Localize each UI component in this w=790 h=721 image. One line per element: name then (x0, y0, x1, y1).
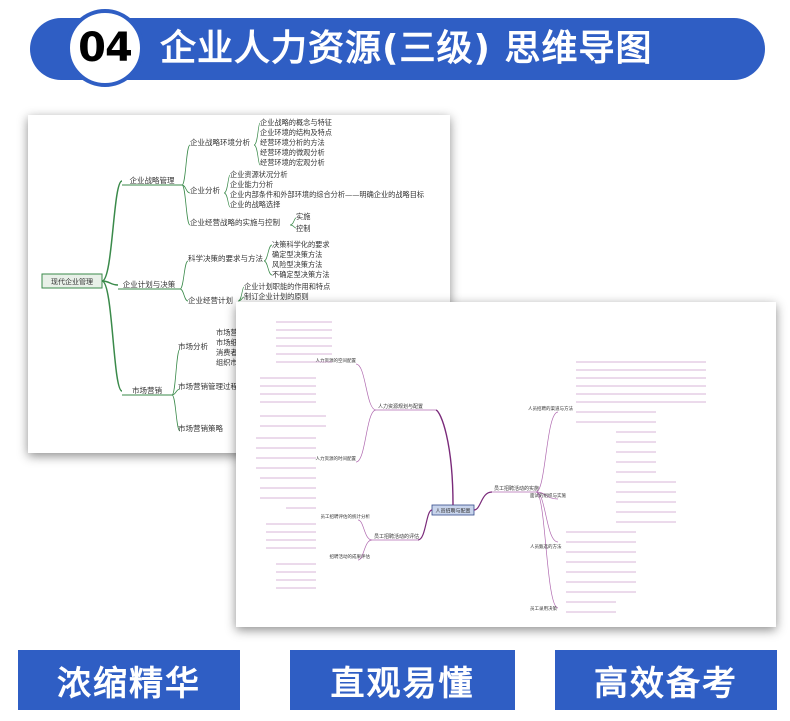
mindmap-recruitment: 人员招聘与配置 人力资源规划与配置 员工招聘活动的实施 员工招聘活动的评估 人力… (256, 321, 706, 613)
subbranch-label: 市场分析 (178, 341, 208, 351)
subbranch-label: 员工招聘评估的统计分析 (321, 513, 371, 520)
leaf-label: 市场营 (216, 328, 238, 337)
leaf-label: 消费者 (216, 348, 238, 357)
leaf-label: 企业能力分析 (230, 180, 273, 189)
leaf-label: 控制 (296, 224, 310, 233)
subbranch-label: 市场营销管理过程 (178, 381, 238, 391)
subbranch-label: 人员甄选的方法 (530, 543, 562, 550)
leaf-label: 企业的战略选择 (230, 200, 280, 209)
mindmap-root-label: 现代企业管理 (51, 277, 93, 286)
chapter-number-badge: 04 (66, 9, 144, 87)
leaf-label: 制订企业计划的原则 (244, 292, 309, 301)
subbranch-label: 企业战略环境分析 (190, 137, 250, 147)
leaf-label: 不确定型决策方法 (272, 270, 330, 279)
leaf-label: 企业内部条件和外部环境的综合分析——明确企业的战略目标 (230, 190, 424, 199)
page-title: 企业人力资源(三级) 思维导图 (160, 28, 653, 69)
subbranch-label: 企业分析 (190, 185, 220, 195)
leaf-label: 企业环境的结构及特点 (260, 128, 332, 137)
connector-branch-1 (101, 180, 123, 282)
title-banner (30, 18, 765, 80)
feature-button-efficient: 高效备考 (555, 650, 777, 710)
leaf-label: 企业资源状况分析 (230, 170, 288, 179)
leaf-label: 经营环境的宏观分析 (260, 158, 325, 167)
leaf-label: 企业计划职能的作用和特点 (244, 282, 330, 291)
feature-button-concise: 浓缩精华 (18, 650, 240, 710)
leaf-lines-right (566, 361, 706, 613)
branch-label: 员工招聘活动的实施 (494, 485, 539, 492)
leaf-label: 确定型决策方法 (272, 250, 322, 259)
branch-label-1: 企业战略管理 (130, 175, 175, 185)
branch-label-2: 企业计划与决策 (123, 279, 176, 289)
subbranch-label: 科学决策的要求与方法 (188, 253, 263, 263)
subbranch-label: 面试的组织与实施 (530, 492, 566, 499)
branch-label: 人力资源规划与配置 (378, 403, 423, 410)
subbranch-label: 人力资源的时间配置 (316, 455, 357, 462)
leaf-label: 经营环境的微观分析 (260, 148, 325, 157)
mindmap-enterprise-management: 现代企业管理 企业战略管理 企业计划与决策 市场营销 企业战略环境分析 企业分析… (41, 118, 424, 433)
feature-button-intuitive: 直观易懂 (290, 650, 515, 710)
subbranch-label: 人力资源的空间配置 (316, 357, 357, 364)
leaf-label: 经营环境分析的方法 (260, 138, 325, 147)
subbranch-label: 企业经营计划 (188, 295, 233, 305)
leaf-label: 实施 (296, 212, 310, 221)
subbranch-label: 招聘活动的成果评估 (330, 553, 371, 560)
leaf-label: 市场细 (216, 338, 238, 347)
leaf-lines-left (256, 321, 332, 589)
mindmap-root-label: 人员招聘与配置 (435, 508, 470, 515)
branch-label-3: 市场营销 (132, 385, 162, 395)
leaf-label: 风险型决策方法 (272, 260, 322, 269)
connector-branch-3 (101, 280, 123, 392)
subbranch-label: 企业经营战略的实施与控制 (190, 217, 280, 227)
mindmap-card-enterprise-management: 现代企业管理 企业战略管理 企业计划与决策 市场营销 企业战略环境分析 企业分析… (28, 115, 450, 453)
subbranch-label: 市场营销策略 (178, 423, 223, 433)
mindmap-card-recruitment: 人员招聘与配置 人力资源规划与配置 员工招聘活动的实施 员工招聘活动的评估 人力… (236, 302, 776, 627)
subbranch-label: 人员招聘的渠道与方法 (528, 405, 573, 412)
leaf-label: 组织市 (216, 358, 238, 367)
leaf-label: 决策科学化的要求 (272, 240, 330, 249)
subbranch-label: 员工录用决策 (530, 605, 557, 612)
leaf-label: 企业战略的概念与特征 (260, 118, 332, 127)
branch-label: 员工招聘活动的评估 (374, 533, 419, 540)
